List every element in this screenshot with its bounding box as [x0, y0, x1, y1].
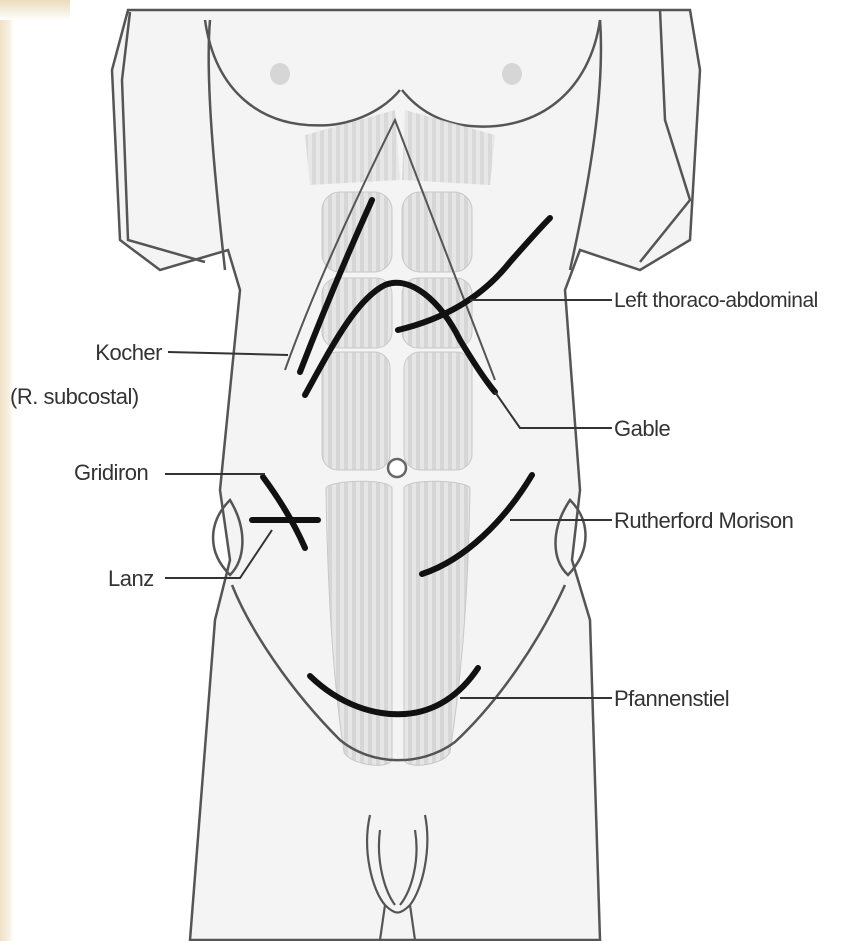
left-nipple	[502, 63, 522, 85]
umbilicus	[388, 459, 406, 477]
label-pfannenstiel: Pfannenstiel	[614, 686, 729, 712]
label-kocher: Kocher	[82, 340, 162, 366]
label-gridiron: Gridiron	[74, 460, 148, 486]
label-gable: Gable	[614, 416, 670, 442]
label-left-thoraco-abdominal: Left thoraco-abdominal	[614, 288, 818, 314]
label-lanz: Lanz	[108, 566, 154, 592]
right-nipple	[270, 63, 290, 85]
label-rutherford-morison: Rutherford Morison	[614, 508, 793, 534]
label-kocher-subcostal: (R. subcostal)	[10, 384, 139, 410]
